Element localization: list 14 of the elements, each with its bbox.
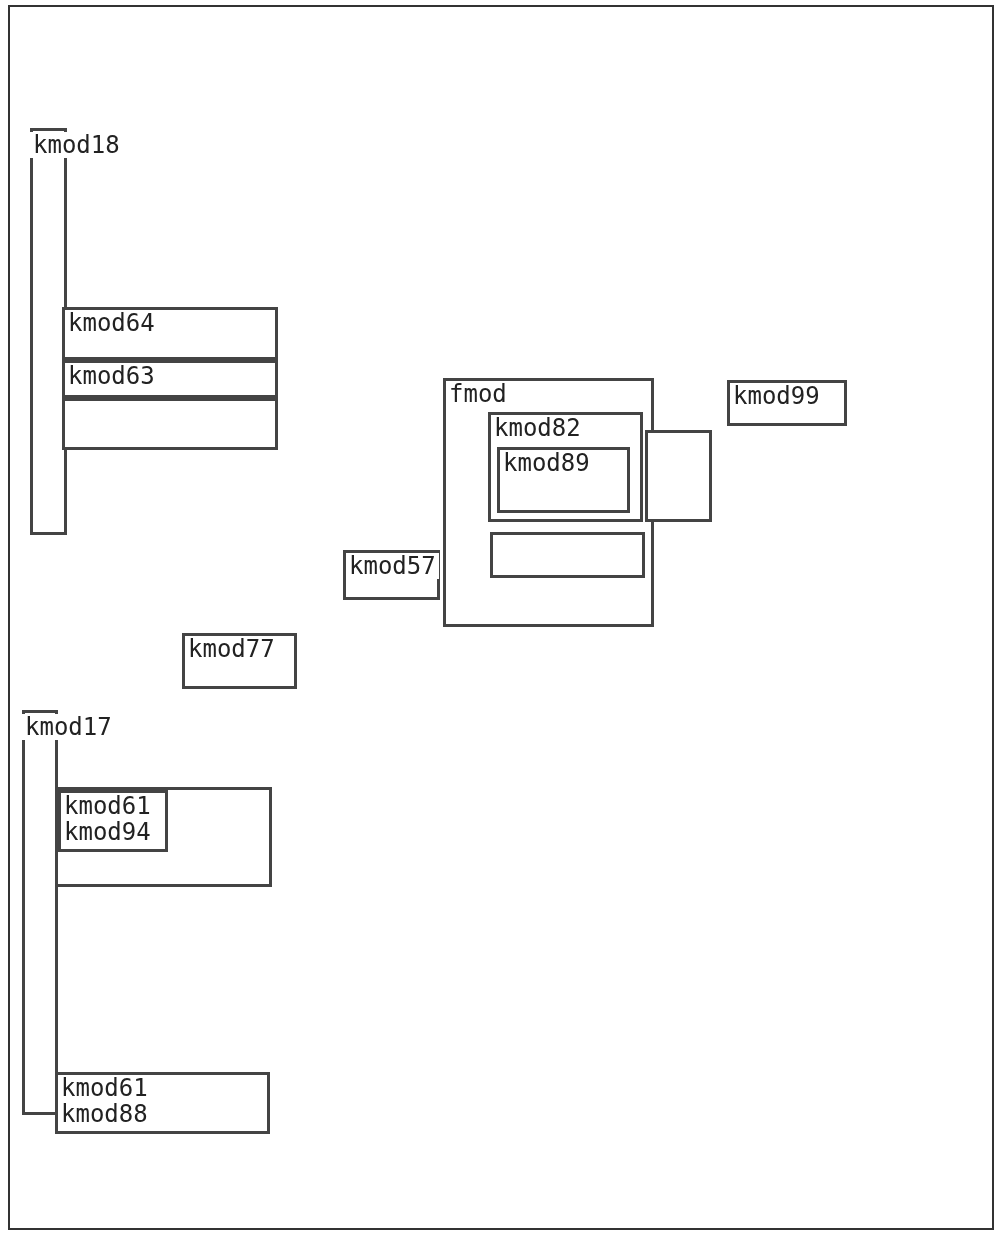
- module-box: [58, 790, 168, 852]
- module-box: [443, 378, 654, 627]
- module-box: [343, 550, 440, 600]
- empty-box: [55, 787, 272, 887]
- empty-box: [490, 532, 645, 578]
- module-box: [62, 360, 278, 398]
- empty-box: [62, 398, 278, 450]
- module-box: [488, 412, 643, 522]
- module-box: [55, 1072, 270, 1134]
- empty-box: [645, 430, 712, 522]
- module-box: [182, 633, 297, 689]
- module-box: [62, 307, 278, 360]
- module-box: [727, 380, 847, 426]
- module-box: [497, 447, 630, 513]
